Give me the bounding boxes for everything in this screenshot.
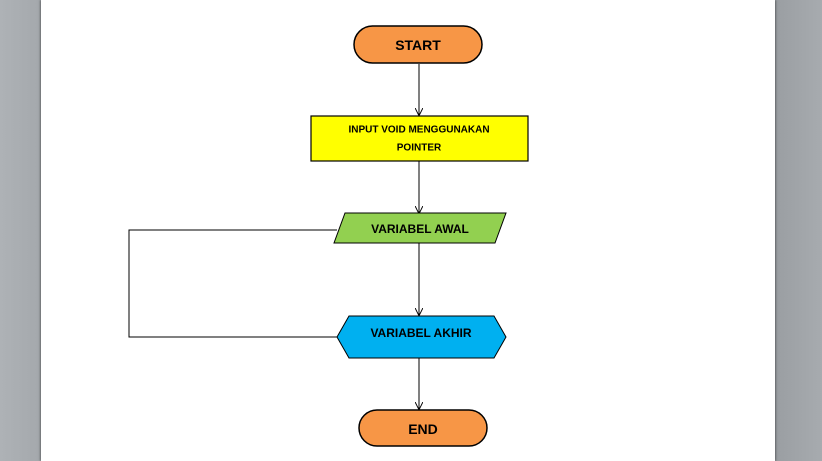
loop-connector [128,229,337,338]
process-box[interactable]: INPUT VOID MENGGUNAKAN POINTER [310,115,529,162]
start-terminator[interactable]: START [353,25,483,64]
end-shape [358,409,488,447]
process-shape [310,115,529,162]
start-label: START [395,37,441,53]
workspace-right-margin [775,0,822,461]
preparation-label: VARIABEL AKHIR [370,326,471,340]
workspace-left-margin [0,0,41,461]
end-terminator[interactable]: END [358,409,488,447]
process-label-line2: POINTER [397,143,442,154]
input-label: VARIABEL AWAL [371,222,469,236]
preparation-hexagon[interactable]: VARIABEL AKHIR [336,315,507,359]
input-shape [333,212,507,244]
end-label: END [408,421,438,437]
input-parallelogram[interactable]: VARIABEL AWAL [333,212,507,244]
process-label-line1: INPUT VOID MENGGUNAKAN [348,125,489,136]
preparation-shape [336,315,507,359]
start-shape [353,25,483,64]
